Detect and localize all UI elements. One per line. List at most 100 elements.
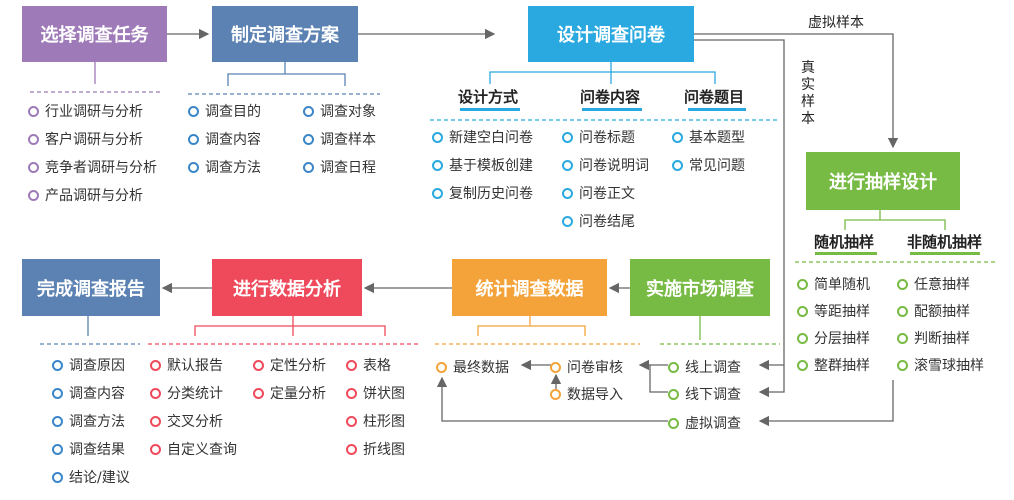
step-data-analysis: 进行数据分析 bbox=[212, 259, 362, 316]
bullet-icon bbox=[897, 332, 908, 344]
list-item-label: 新建空白问卷 bbox=[449, 130, 533, 146]
list-item: 调查样本 bbox=[303, 129, 376, 149]
bullet-icon bbox=[150, 443, 161, 455]
list-item: 表格 bbox=[346, 355, 391, 375]
list-item-label: 基本题型 bbox=[689, 130, 745, 146]
bullet-icon bbox=[432, 159, 443, 171]
bullet-icon bbox=[436, 361, 447, 373]
header-question-items: 问卷题目 bbox=[684, 88, 745, 106]
bullet-icon bbox=[52, 443, 63, 455]
list-item: 行业调研与分析 bbox=[28, 101, 143, 121]
bullet-icon bbox=[897, 305, 908, 317]
step-finish-report: 完成调查报告 bbox=[22, 259, 160, 316]
list-item-label: 常见问题 bbox=[689, 158, 745, 174]
list-item: 线下调查 bbox=[668, 384, 741, 404]
list-item-label: 折线图 bbox=[363, 442, 405, 458]
step-make-plan: 制定调查方案 bbox=[212, 6, 358, 62]
list-item: 调查方法 bbox=[188, 157, 261, 177]
header-design-mode: 设计方式 bbox=[458, 88, 519, 106]
arrow-virtual-to-final bbox=[436, 376, 668, 422]
list-item: 折线图 bbox=[346, 439, 405, 459]
list-item-label: 问卷正文 bbox=[579, 186, 635, 202]
bullet-icon bbox=[52, 415, 63, 427]
list-item: 滚雪球抽样 bbox=[897, 355, 984, 375]
list-item: 复制历史问卷 bbox=[432, 183, 533, 203]
bullet-icon bbox=[150, 415, 161, 427]
list-item: 调查内容 bbox=[188, 129, 261, 149]
list-item-label: 判断抽样 bbox=[914, 331, 970, 347]
list-item: 竞争者调研与分析 bbox=[28, 157, 157, 177]
list-item-label: 虚拟调查 bbox=[685, 416, 741, 432]
label-virtual-sample: 虚拟样本 bbox=[808, 15, 864, 31]
bullet-icon bbox=[303, 133, 314, 145]
list-item-label: 最终数据 bbox=[453, 360, 509, 376]
bullet-icon bbox=[797, 332, 808, 344]
bullet-icon bbox=[28, 189, 39, 201]
list-item-label: 等距抽样 bbox=[814, 304, 870, 320]
list-item-label: 任意抽样 bbox=[914, 277, 970, 293]
list-item: 调查目的 bbox=[188, 101, 261, 121]
bullet-icon bbox=[52, 359, 63, 371]
list-item-label: 整群抽样 bbox=[814, 358, 870, 374]
list-item: 定性分析 bbox=[253, 355, 326, 375]
bullet-icon bbox=[797, 278, 808, 290]
list-item: 问卷审核 bbox=[550, 357, 623, 377]
list-item-label: 问卷说明词 bbox=[579, 158, 649, 174]
arrow-offline-to-import bbox=[649, 365, 668, 393]
list-item-label: 调查方法 bbox=[69, 414, 125, 430]
list-item-label: 调查样本 bbox=[320, 132, 376, 148]
bullet-icon bbox=[188, 133, 199, 145]
list-item-label: 定性分析 bbox=[270, 358, 326, 374]
header-random-sampling: 随机抽样 bbox=[814, 233, 875, 251]
list-item: 默认报告 bbox=[150, 355, 223, 375]
list-item: 简单随机 bbox=[797, 274, 870, 294]
bullet-icon bbox=[253, 387, 264, 399]
list-item-label: 结论/建议 bbox=[69, 470, 130, 486]
bullet-icon bbox=[562, 159, 573, 171]
list-item: 基于模板创建 bbox=[432, 155, 533, 175]
bullet-icon bbox=[797, 305, 808, 317]
list-item-label: 调查对象 bbox=[320, 104, 376, 120]
list-item-label: 问卷结尾 bbox=[579, 214, 635, 230]
list-item: 调查方法 bbox=[52, 411, 125, 431]
list-item: 分层抽样 bbox=[797, 328, 870, 348]
list-item: 分类统计 bbox=[150, 383, 223, 403]
list-item: 调查结果 bbox=[52, 439, 125, 459]
list-item: 调查对象 bbox=[303, 101, 376, 121]
bullet-icon bbox=[668, 388, 679, 400]
list-item: 问卷说明词 bbox=[562, 155, 649, 175]
list-item-label: 基于模板创建 bbox=[449, 158, 533, 174]
list-item: 交叉分析 bbox=[150, 411, 223, 431]
step-design-questionnaire: 设计调查问卷 bbox=[528, 6, 694, 62]
bullet-icon bbox=[668, 417, 679, 429]
list-item: 问卷标题 bbox=[562, 127, 635, 147]
list-item-label: 竞争者调研与分析 bbox=[45, 160, 157, 176]
step-stat-data: 统计调查数据 bbox=[452, 259, 607, 316]
bullet-icon bbox=[346, 415, 357, 427]
bullet-icon bbox=[346, 359, 357, 371]
list-item-label: 线下调查 bbox=[685, 387, 741, 403]
list-item-label: 调查内容 bbox=[205, 132, 261, 148]
bullet-icon bbox=[150, 387, 161, 399]
list-item-label: 简单随机 bbox=[814, 277, 870, 293]
bullet-icon bbox=[188, 161, 199, 173]
list-item-label: 表格 bbox=[363, 358, 391, 374]
list-item-label: 分类统计 bbox=[167, 386, 223, 402]
bullet-icon bbox=[550, 388, 561, 400]
bullet-icon bbox=[346, 387, 357, 399]
bullet-icon bbox=[346, 443, 357, 455]
list-item: 调查内容 bbox=[52, 383, 125, 403]
bullet-icon bbox=[52, 471, 63, 483]
list-item: 产品调研与分析 bbox=[28, 185, 143, 205]
list-item-label: 客户调研与分析 bbox=[45, 132, 143, 148]
bullet-icon bbox=[28, 161, 39, 173]
list-item-label: 数据导入 bbox=[567, 387, 623, 403]
list-item-label: 柱形图 bbox=[363, 414, 405, 430]
list-item: 线上调查 bbox=[668, 357, 741, 377]
list-item: 自定义查询 bbox=[150, 439, 237, 459]
list-item-label: 定量分析 bbox=[270, 386, 326, 402]
list-item: 基本题型 bbox=[672, 127, 745, 147]
list-item: 定量分析 bbox=[253, 383, 326, 403]
bullet-icon bbox=[253, 359, 264, 371]
list-item: 柱形图 bbox=[346, 411, 405, 431]
